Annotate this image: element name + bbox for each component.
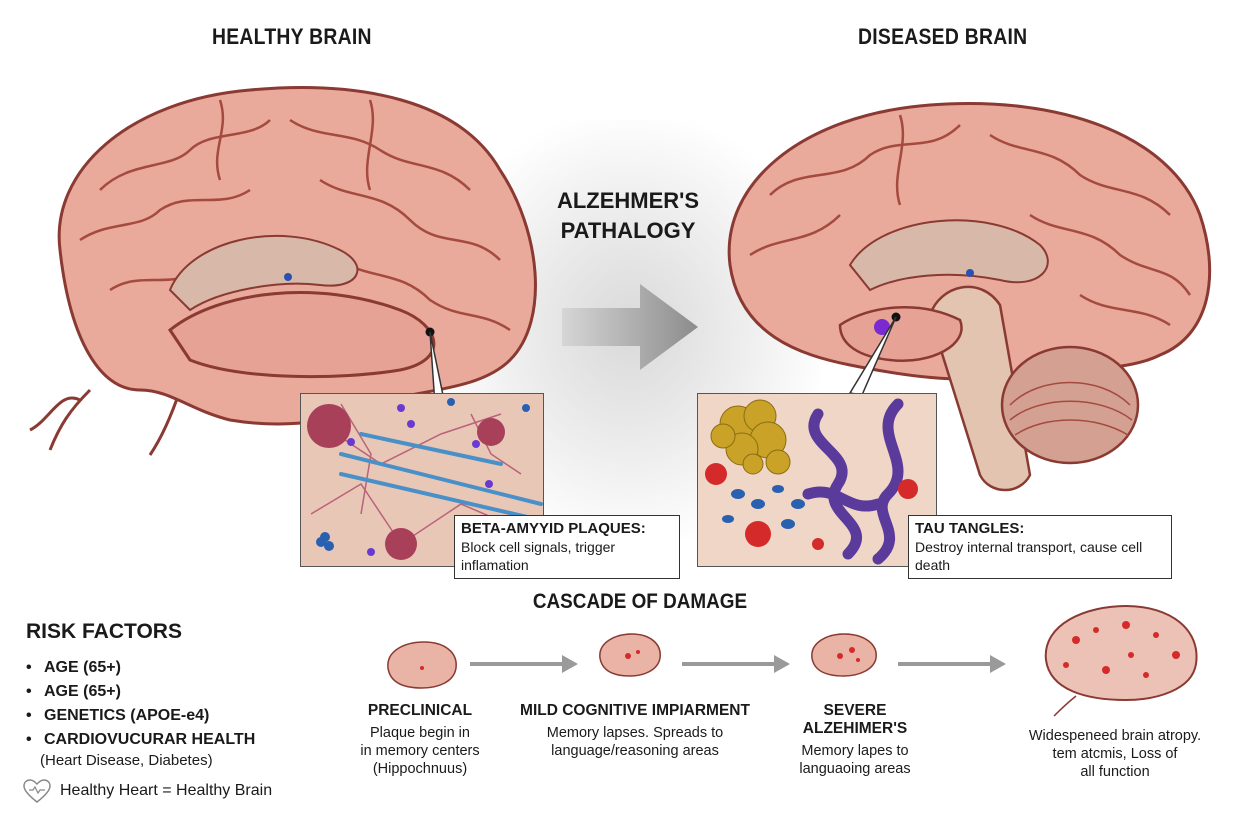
risk-item-genetics: GENETICS (APOE-e4) xyxy=(26,704,255,728)
diseased-brain-title: DISEASED BRAIN xyxy=(858,24,1028,49)
healthy-heart-note: Healthy Heart = Healthy Brain xyxy=(22,778,272,804)
preclinical-brain-icon xyxy=(387,641,457,689)
stage-severe: SEVERE ALZEHIMER'S Memory lapes to langu… xyxy=(770,702,940,778)
transition-arrow-icon xyxy=(562,284,698,370)
amyloid-callout-text: Block cell signals, trigger inflamation xyxy=(461,539,616,573)
pathology-title: ALZEHMER'S PATHALOGY xyxy=(548,186,708,246)
pathology-title-line1: ALZEHMER'S xyxy=(556,188,700,213)
cascade-arrow-2-icon xyxy=(682,655,790,673)
amyloid-callout-title: BETA-AMYYID PLAQUES: xyxy=(461,520,646,537)
diseased-brain-illustration xyxy=(727,101,1212,492)
risk-item-age-duplicate: AGE (65+) xyxy=(26,680,255,704)
stage-line: language/reasoning areas xyxy=(551,743,719,759)
heart-outline-icon xyxy=(23,779,51,803)
stage-mild-impairment: MILD COGNITIVE IMPIARMENT Memory lapses.… xyxy=(520,702,750,760)
stage-advanced: Widespeneed brain atropy. tem atcmis, Lo… xyxy=(1020,727,1210,781)
amyloid-callout: BETA-AMYYID PLAQUES: Block cell signals,… xyxy=(454,515,680,579)
stage-line: Plaque begin in xyxy=(370,725,470,741)
risk-factors-list: AGE (65+) AGE (65+) GENETICS (APOE-e4) C… xyxy=(26,656,255,752)
stage-line: tem atcmis, Loss of xyxy=(1052,746,1178,762)
stage-line: Memory lapes to xyxy=(801,743,909,759)
advanced-brain-icon xyxy=(1044,604,1198,717)
stage-line: (Hippochnuus) xyxy=(372,761,468,777)
stage-line: languaoing areas xyxy=(799,761,911,777)
stage-line: in memory centers xyxy=(360,743,480,759)
cascade-arrow-1-icon xyxy=(470,655,578,673)
stage-line: Memory lapses. Spreads to xyxy=(546,725,724,741)
stage-title: PRECLINICAL xyxy=(367,702,473,719)
healthy-brain-illustration xyxy=(29,86,537,456)
plaque-tangle-graphic xyxy=(705,398,918,565)
stage-preclinical: PRECLINICAL Plaque begin in in memory ce… xyxy=(345,702,495,778)
risk-factors-title: RISK FACTORS xyxy=(26,620,182,643)
severe-brain-icon xyxy=(811,633,877,677)
neuron-network-graphic xyxy=(307,398,543,560)
healthy-heart-note-text: Healthy Heart = Healthy Brain xyxy=(60,782,273,799)
diseased-neuron-inset xyxy=(697,393,937,567)
pathology-title-line2: PATHALOGY xyxy=(560,218,696,243)
stage-line: all function xyxy=(1080,764,1150,780)
risk-item-age: AGE (65+) xyxy=(26,656,255,680)
risk-item-cardiovascular: CARDIOVUCURAR HEALTH xyxy=(26,728,255,752)
stage-title: MILD COGNITIVE IMPIARMENT xyxy=(520,702,750,719)
stage-line: Widespeneed brain atropy. xyxy=(1028,728,1202,744)
cascade-arrow-3-icon xyxy=(898,655,1006,673)
mci-brain-icon xyxy=(599,633,661,677)
stage-title: SEVERE ALZEHIMER'S xyxy=(802,702,908,737)
tau-callout: TAU TANGLES: Destroy internal transport,… xyxy=(908,515,1172,579)
tau-callout-text: Destroy internal transport, cause cell d… xyxy=(915,539,1143,573)
tau-callout-title: TAU TANGLES: xyxy=(915,520,1025,537)
healthy-brain-title: HEALTHY BRAIN xyxy=(212,24,372,49)
cascade-title: CASCADE OF DAMAGE xyxy=(532,590,748,613)
risk-item-cardiovascular-detail: (Heart Disease, Diabetes) xyxy=(40,752,213,769)
